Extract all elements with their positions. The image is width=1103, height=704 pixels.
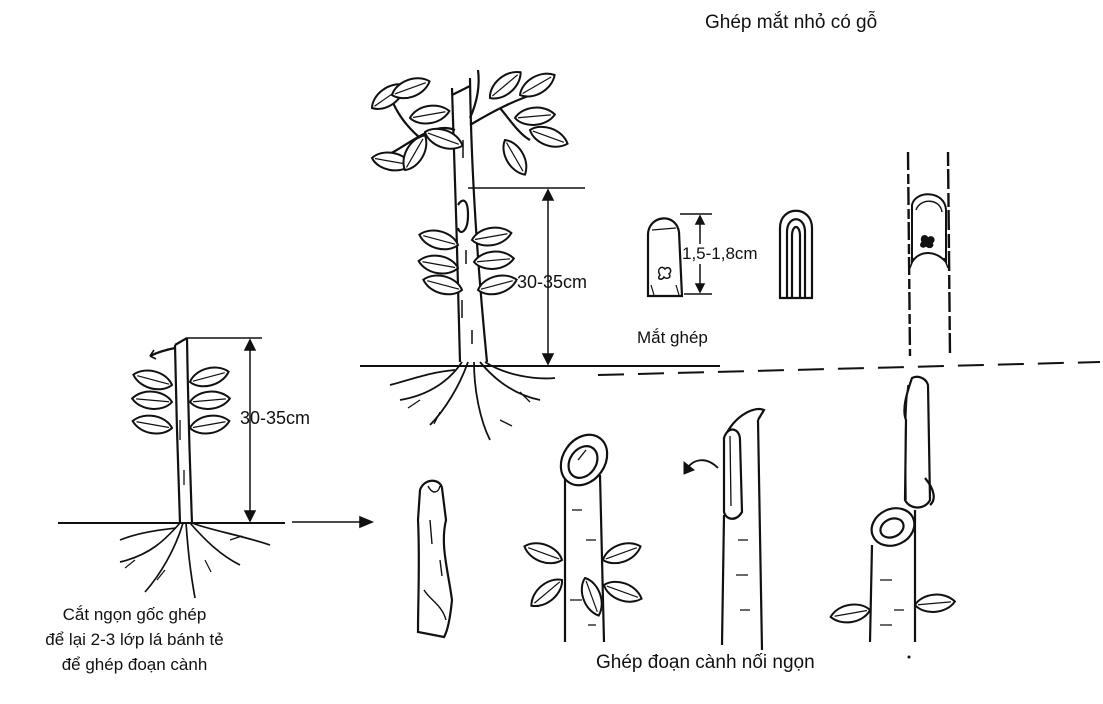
slit-rootstock-stem (684, 409, 764, 650)
caption-line-1: Cắt ngọn gốc ghép (22, 602, 247, 627)
dimension-small (245, 340, 255, 521)
top-right-title: Ghép mắt nhỏ có gỗ (705, 12, 877, 34)
bud-graft-label: Mắt ghép (637, 328, 708, 348)
caption-line-3: để ghép đoạn cành (22, 652, 247, 677)
joined-graft-leaves (829, 593, 955, 626)
grafted-stem (908, 152, 950, 356)
bud-piece-back (780, 211, 812, 298)
large-plant (380, 70, 540, 362)
speck (908, 656, 911, 659)
cut-rootstock-leaves (521, 538, 644, 618)
caption: Cắt ngọn gốc ghép để lại 2-3 lớp lá bánh… (22, 602, 247, 677)
bottom-title: Ghép đoạn cành nối ngọn (596, 652, 815, 674)
large-plant-height-label: 30-35cm (517, 272, 587, 293)
arrow-to-cuttings (292, 517, 372, 527)
small-plant-leaves (131, 363, 231, 436)
bud-size-label: 1,5-1,8cm (682, 244, 758, 264)
large-plant-upper-leaves (367, 66, 570, 179)
caption-line-2: để lại 2-3 lớp lá bánh tẻ (22, 627, 247, 652)
small-plant-roots (120, 523, 270, 598)
scion-cutting (418, 481, 452, 637)
large-plant-roots (390, 362, 555, 440)
bud-piece-front (648, 218, 682, 296)
cut-rootstock-stem (551, 426, 616, 642)
dashed-ground-line (598, 362, 1100, 375)
large-plant-lower-leaves (417, 225, 519, 299)
small-plant-height-label: 30-35cm (240, 408, 310, 429)
